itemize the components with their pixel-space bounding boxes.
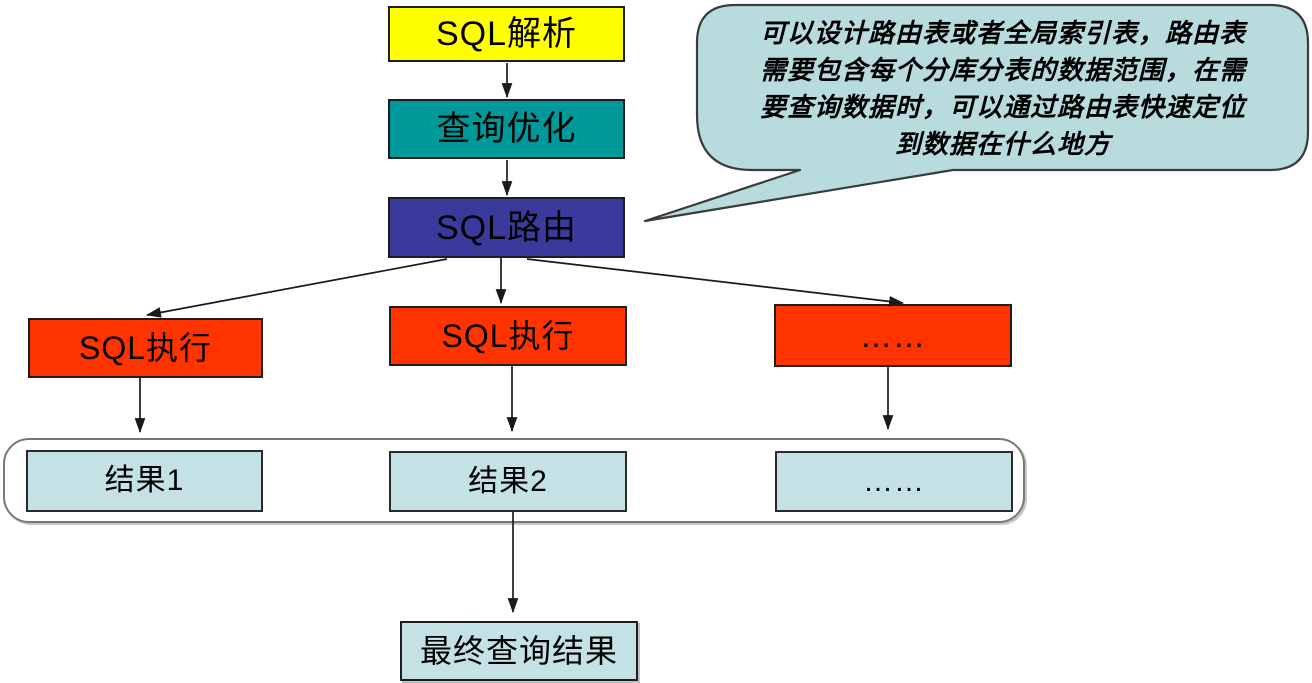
node-sql-exec-2: SQL执行: [389, 306, 627, 366]
callout-line-2: 需要包含每个分库分表的数据范围，在需: [759, 56, 1246, 86]
arrow-route-to-exec-1: [145, 258, 448, 318]
node-final-result: 最终查询结果: [400, 621, 638, 681]
node-result-2: 结果2: [389, 451, 627, 512]
node-sql-exec-more: ……: [774, 304, 1012, 367]
callout-line-3: 要查询数据时，可以通过路由表快速定位: [759, 93, 1246, 123]
node-sql-exec-1: SQL执行: [28, 318, 263, 378]
arrow-route-to-exec-more: [526, 258, 905, 307]
node-query-optimize: 查询优化: [388, 99, 625, 159]
callout-line-4: 到数据在什么地方: [894, 130, 1111, 160]
callout-text: 可以设计路由表或者全局索引表，路由表 需要包含每个分库分表的数据范围，在需 要查…: [705, 16, 1301, 164]
node-result-more: ……: [775, 451, 1013, 512]
node-sql-parse: SQL解析: [388, 6, 625, 62]
callout-bubble: [643, 3, 1310, 223]
node-result-1: 结果1: [26, 450, 263, 512]
node-sql-route: SQL路由: [388, 197, 625, 258]
callout-line-1: 可以设计路由表或者全局索引表，路由表: [759, 19, 1246, 49]
